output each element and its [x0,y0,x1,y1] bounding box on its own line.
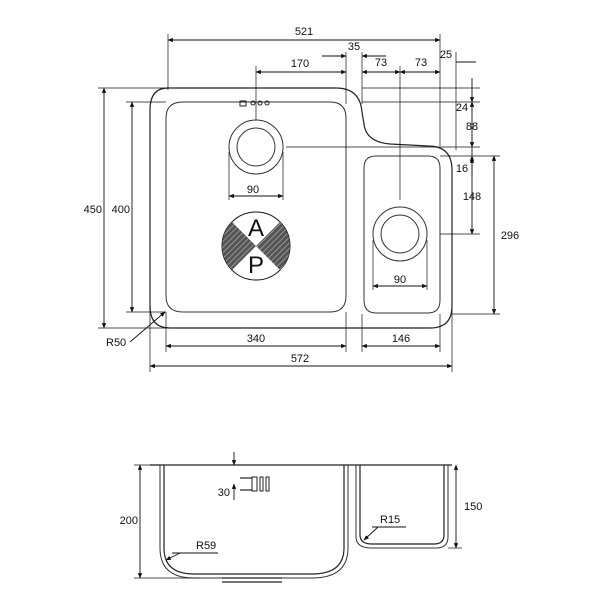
dim-overall-width: 572 [291,353,309,365]
small-bowl [363,155,441,314]
dim-main-bowl-width: 340 [247,333,265,345]
overflow-fitting [240,476,270,492]
main-waste-outlet [228,119,284,175]
logo-letter-p: P [248,252,264,279]
dim-overall-depth: 450 [84,204,102,216]
dim-main-waste-offset: 170 [291,58,309,70]
dim-small-bowl-half-a: 73 [375,57,387,69]
dim-offset-16: 16 [456,163,468,175]
brand-logo: A P [221,211,291,281]
dim-corner-radius: R50 [106,337,126,349]
small-waste-outlet [372,206,428,262]
main-bowl-section [163,465,345,575]
dim-flange-depth-24: 24 [456,102,468,114]
dim-gap-between-bowls: 35 [348,41,360,53]
overflow-slot [239,100,270,107]
dim-section-small-radius: R15 [380,514,400,526]
dim-section-small-depth: 150 [464,501,482,513]
dim-overflow-height: 30 [218,487,230,499]
dim-small-bowl-width: 146 [392,333,410,345]
section-view: 30 200 150 R59 R15 [120,452,482,583]
dim-section-main-depth: 200 [120,515,138,527]
plan-view: A P 521 35 170 73 73 25 24 [84,26,519,372]
dim-overall-top-width: 521 [295,26,313,38]
dim-offset-88: 88 [466,121,478,133]
dim-main-waste-diameter: 90 [247,184,259,196]
dim-small-overall-296: 296 [501,230,519,242]
logo-letter-a: A [248,215,264,242]
dim-main-bowl-depth: 400 [112,204,130,216]
dim-small-depth-148: 148 [463,191,481,203]
dim-right-flange: 25 [440,49,452,61]
dim-small-bowl-half-b: 73 [415,57,427,69]
dim-small-waste-diameter: 90 [394,274,406,286]
dim-section-main-radius: R59 [196,540,216,552]
main-bowl [165,101,347,313]
small-bowl-section [359,465,445,545]
